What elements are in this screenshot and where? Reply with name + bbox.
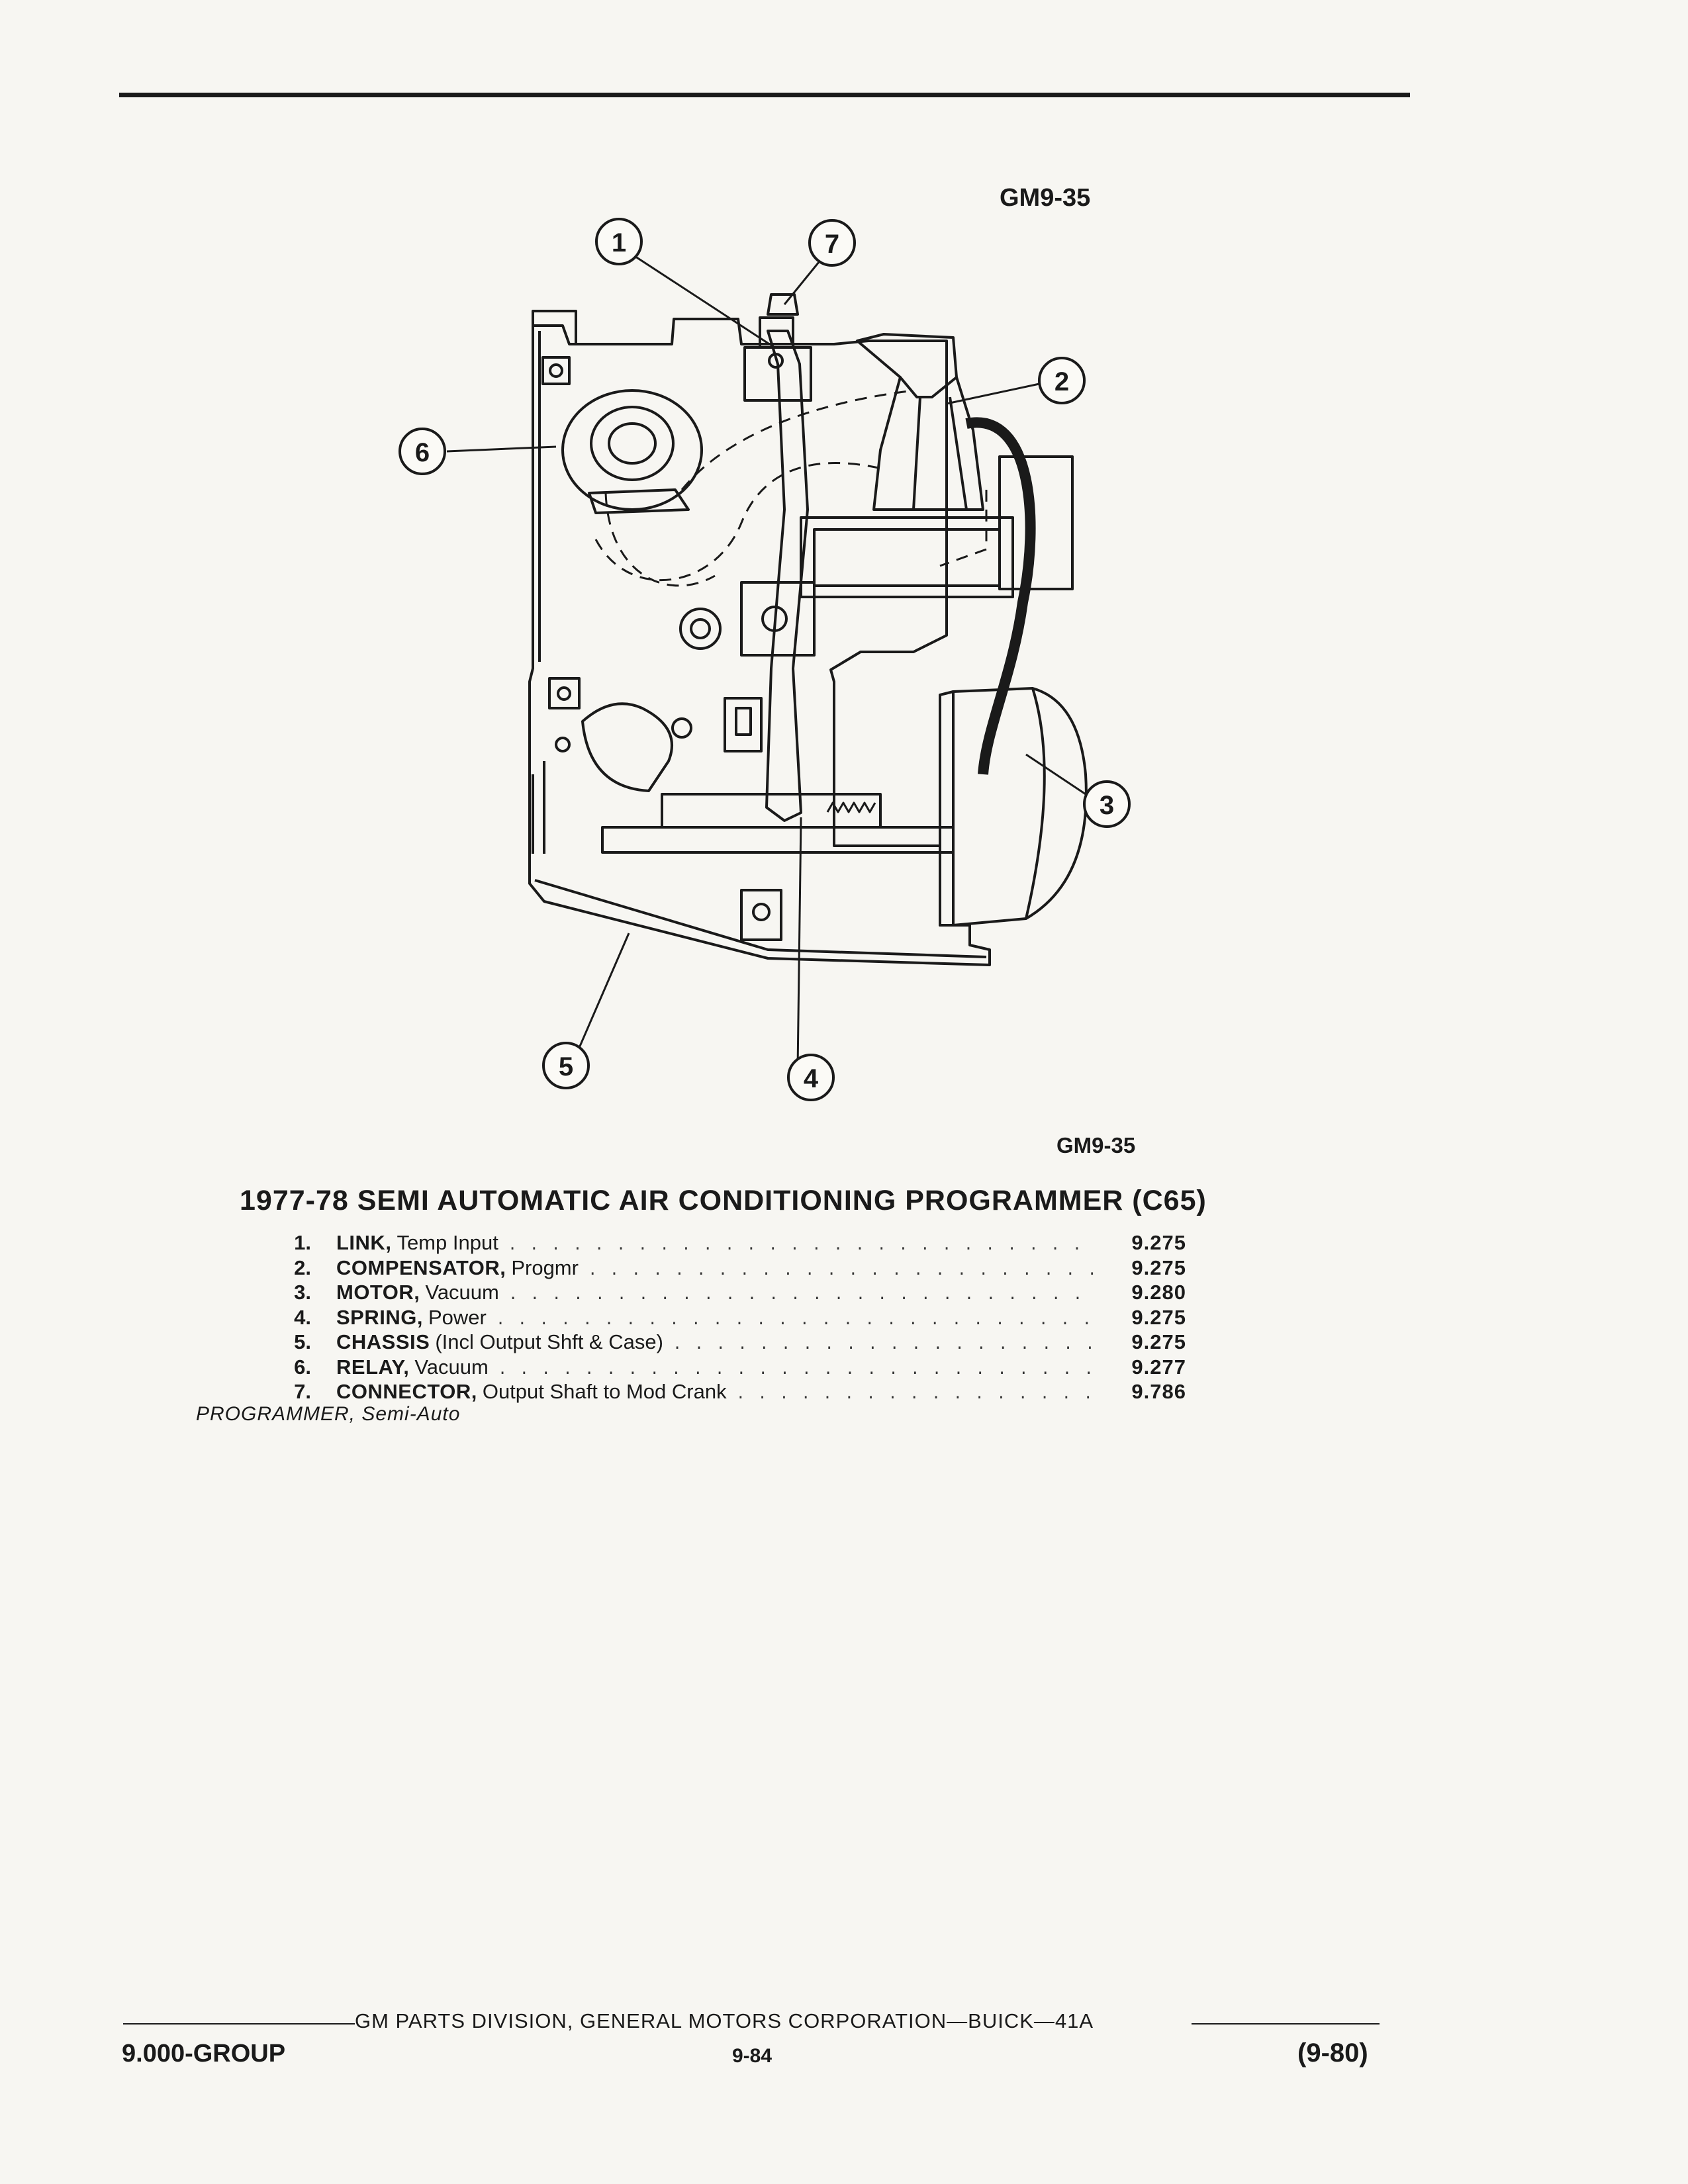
- callout-5: 5: [559, 1052, 573, 1081]
- part-description: Progmr: [511, 1255, 579, 1279]
- part-group-value: 9.277: [1131, 1355, 1186, 1379]
- part-name: COMPENSATOR,: [336, 1255, 506, 1279]
- part-group-value: 9.275: [1131, 1330, 1186, 1353]
- figure-code-top: GM9-35: [1000, 184, 1091, 212]
- footer-date: (9-80): [1297, 2038, 1368, 2068]
- part-name: LINK,: [336, 1231, 392, 1254]
- parts-list: 1. LINK, Temp Input . . . . . . . . . . …: [265, 1231, 1258, 1405]
- part-group-value: 9.280: [1131, 1281, 1186, 1304]
- part-row: 4. SPRING, Power . . . . . . . . . . . .…: [265, 1306, 1258, 1331]
- part-number: 3.: [294, 1281, 311, 1304]
- callout-7: 7: [825, 230, 839, 259]
- part-number: 7.: [294, 1380, 311, 1403]
- part-number: 1.: [294, 1231, 311, 1254]
- part-name: MOTOR,: [336, 1281, 420, 1304]
- footer-page-number: 9-84: [732, 2045, 773, 2067]
- part-description: Temp Input: [397, 1231, 498, 1254]
- part-number: 6.: [294, 1355, 311, 1379]
- leader-dots: . . . . . . . . . . . . . . . . . . . . …: [495, 1311, 1098, 1330]
- part-group-value: 9.275: [1131, 1255, 1186, 1279]
- part-name: CHASSIS: [336, 1330, 430, 1353]
- part-description: Vacuum: [425, 1281, 499, 1304]
- part-group-value: 9.275: [1131, 1231, 1186, 1254]
- leader-dots: . . . . . . . . . . . . . . . . . . . . …: [587, 1261, 1098, 1280]
- footnote: PROGRAMMER, Semi-Auto: [196, 1403, 461, 1425]
- leader-dots: . . . . . . . . . . . . . . . . . . . . …: [507, 1237, 1098, 1255]
- callout-1: 1: [612, 228, 626, 257]
- part-name: CONNECTOR,: [336, 1380, 477, 1403]
- leader-dots: . . . . . . . . . . . . . . . . . . . . …: [508, 1287, 1098, 1304]
- part-row: 1. LINK, Temp Input . . . . . . . . . . …: [265, 1231, 1258, 1256]
- chassis-outline: [528, 318, 991, 966]
- callout-4: 4: [804, 1064, 819, 1093]
- part-name: SPRING,: [336, 1305, 423, 1329]
- part-row: 3. MOTOR, Vacuum . . . . . . . . . . . .…: [265, 1281, 1258, 1306]
- callout-6: 6: [415, 438, 430, 467]
- part-name: RELAY,: [336, 1355, 410, 1379]
- part-number: 4.: [294, 1305, 311, 1329]
- callout-2: 2: [1055, 367, 1069, 396]
- top-rule: [119, 93, 1410, 97]
- part-row: 6. RELAY, Vacuum . . . . . . . . . . . .…: [265, 1355, 1258, 1381]
- part-description: (Incl Output Shft & Case): [435, 1330, 663, 1353]
- leader-dots: . . . . . . . . . . . . . . . . . . . . …: [497, 1361, 1098, 1379]
- part-group-value: 9.786: [1131, 1380, 1186, 1403]
- part-row: 7. CONNECTOR, Output Shaft to Mod Crank …: [265, 1380, 1258, 1405]
- figure-code-bottom: GM9-35: [1056, 1133, 1136, 1158]
- section-title: 1977-78 SEMI AUTOMATIC AIR CONDITIONING …: [240, 1185, 1207, 1216]
- footer-group: 9.000-GROUP: [122, 2040, 286, 2068]
- part-number: 5.: [294, 1330, 311, 1353]
- part-number: 2.: [294, 1255, 311, 1279]
- part-row: 2. COMPENSATOR, Progmr . . . . . . . . .…: [265, 1256, 1258, 1281]
- part-description: Vacuum: [414, 1355, 489, 1379]
- leader-dots: . . . . . . . . . . . . . . . . . . . . …: [672, 1336, 1098, 1354]
- part-group-value: 9.275: [1131, 1305, 1186, 1329]
- footer-division: GM PARTS DIVISION, GENERAL MOTORS CORPOR…: [355, 2009, 1094, 2032]
- part-description: Output Shaft to Mod Crank: [482, 1380, 727, 1403]
- part-row: 5. CHASSIS (Incl Output Shft & Case) . .…: [265, 1330, 1258, 1355]
- part-description: Power: [428, 1305, 487, 1329]
- footer-rule-right: [1192, 2023, 1380, 2025]
- callout-3: 3: [1100, 791, 1114, 820]
- footer-rule-left: [123, 2023, 355, 2025]
- programmer-illustration: 1 7 2 3 4 5 6: [399, 218, 1131, 1101]
- leader-dots: . . . . . . . . . . . . . . . . . . . . …: [735, 1386, 1098, 1404]
